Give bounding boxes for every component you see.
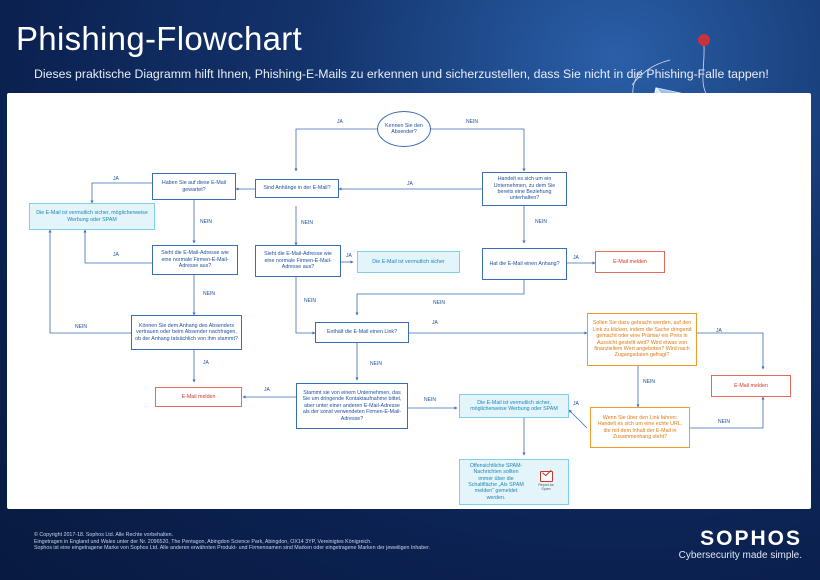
label-yes: JA xyxy=(407,181,413,187)
label-yes: JA xyxy=(113,176,119,182)
result-report-2: E-Mail melden xyxy=(711,375,791,397)
label-no: NEIN xyxy=(535,219,547,225)
report-spam-caption: Report As Spam xyxy=(538,483,554,491)
question-pressure: Sollen Sie dazu gebracht werden, auf den… xyxy=(587,313,697,366)
brand-name: SOPHOS xyxy=(700,527,802,550)
label-yes: JA xyxy=(113,252,119,258)
result-report-3: E-Mail melden xyxy=(155,387,242,407)
label-yes: JA xyxy=(573,401,579,407)
label-yes: JA xyxy=(573,255,579,261)
result-safe: Die E-Mail ist vermutlich sicher xyxy=(357,251,460,273)
question-address-1: Sieht die E-Mail-Adresse wie eine normal… xyxy=(152,245,238,275)
page-title: Phishing-Flowchart xyxy=(16,20,303,57)
label-yes: JA xyxy=(716,328,722,334)
registration-line: Eingetragen in England und Wales unter d… xyxy=(34,538,372,545)
question-link-real: Wenn Sie über den Link fahren: Handelt e… xyxy=(590,407,690,448)
copyright-line: © Copyright 2017-18. Sophos Ltd. Alle Re… xyxy=(34,532,174,538)
label-no: NEIN xyxy=(433,300,445,306)
question-trust-attachment: Können Sie dem Anhang des Absenders vert… xyxy=(131,315,242,350)
label-no: NEIN xyxy=(200,219,212,225)
footer: © Copyright 2017-18. Sophos Ltd. Alle Re… xyxy=(34,532,430,552)
label-no: NEIN xyxy=(203,291,215,297)
result-report-1: E-Mail melden xyxy=(595,251,665,273)
spam-note-text: Offensichtliche SPAM-Nachrichten sollten… xyxy=(468,462,524,501)
report-spam-button[interactable]: Report As Spam xyxy=(538,471,554,491)
question-company: Handelt es sich um ein Unternehmen, zu d… xyxy=(482,172,567,206)
trademark-line: Sophos ist eine eingetragene Marke von S… xyxy=(34,545,431,552)
flowchart-connectors xyxy=(48,128,765,456)
report-spam-icon xyxy=(539,471,553,482)
brand-tagline: Cybersecurity made simple. xyxy=(678,550,802,561)
label-no: NEIN xyxy=(370,361,382,367)
label-yes: JA xyxy=(337,119,343,125)
label-yes: JA xyxy=(203,360,209,366)
sophos-logo: SOPHOS Cybersecurity made simple. xyxy=(679,527,802,561)
result-safe-advertising: Die E-Mail ist vermutlich sicher, möglic… xyxy=(29,203,155,230)
question-address-2: Sieht die E-Mail-Adresse wie eine normal… xyxy=(255,245,341,277)
label-no: NEIN xyxy=(424,397,436,403)
label-yes: JA xyxy=(432,320,438,326)
question-link: Enthält die E-Mail einen Link? xyxy=(315,322,409,343)
result-safe-advertising-2: Die E-Mail ist vermutlich sicher, möglic… xyxy=(459,394,569,418)
page-subtitle: Dieses praktische Diagramm hilft Ihnen, … xyxy=(34,67,769,81)
spam-note: Offensichtliche SPAM-Nachrichten sollten… xyxy=(459,459,569,505)
label-no: NEIN xyxy=(301,220,313,226)
question-attachments: Sind Anhänge in der E-Mail? xyxy=(255,179,339,198)
label-no: NEIN xyxy=(466,119,478,125)
question-has-attachment: Hat die E-Mail einen Anhang? xyxy=(482,248,567,280)
question-urgent-company: Stammt sie von einem Unternehmen, das Si… xyxy=(296,383,408,429)
flowchart-panel: Kennen Sie den Absender? JA NEIN Haben S… xyxy=(7,93,811,509)
label-yes: JA xyxy=(264,387,270,393)
label-no: NEIN xyxy=(643,379,655,385)
label-yes: JA xyxy=(346,253,352,259)
question-expected: Haben Sie auf diese E-Mail gewartet? xyxy=(152,173,236,200)
label-no: NEIN xyxy=(718,419,730,425)
label-no: NEIN xyxy=(75,324,87,330)
start-question: Kennen Sie den Absender? xyxy=(377,111,431,147)
label-no: NEIN xyxy=(304,298,316,304)
